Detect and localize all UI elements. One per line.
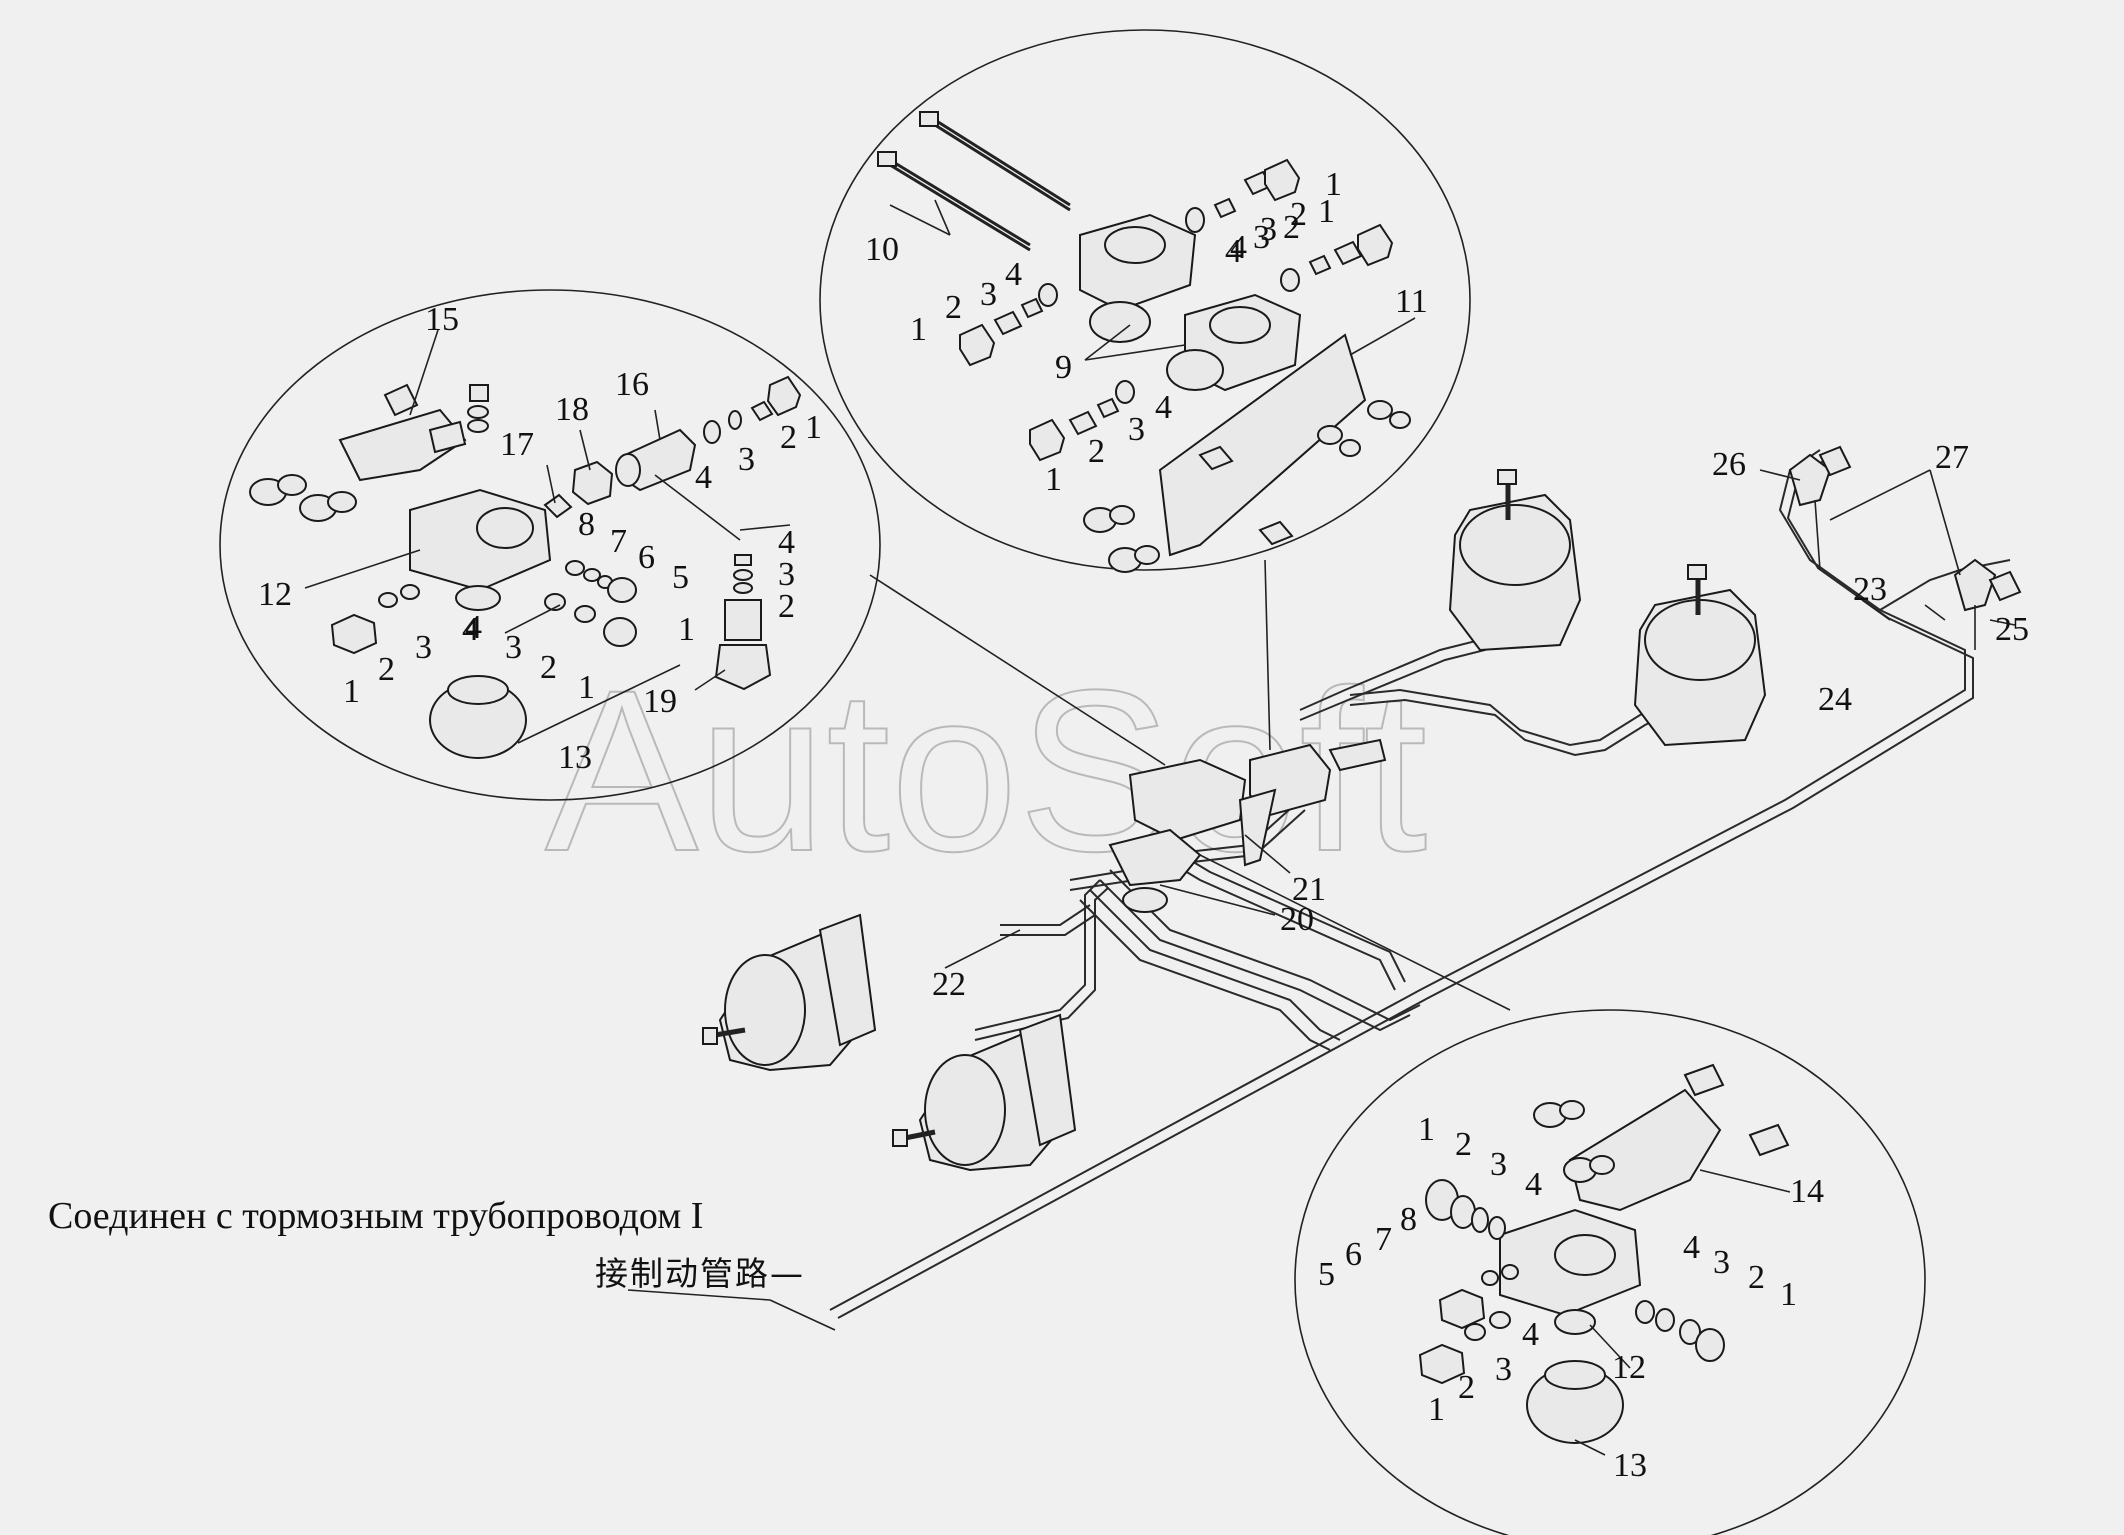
callout: 9: [1055, 349, 1072, 386]
callout: 1: [1318, 193, 1335, 230]
callout: 1: [910, 311, 927, 348]
callouts-main-assembly: 26 27 23 24 25 21 20 22: [932, 439, 2029, 1003]
callout: 3: [1128, 411, 1145, 448]
callout: 2: [780, 419, 797, 456]
caption-chinese: 接制动管路—: [595, 1254, 805, 1293]
callout: 1: [1045, 461, 1062, 498]
top-detail-parts: [877, 111, 1411, 573]
callout: 1: [1780, 1276, 1797, 1313]
callout: 16: [615, 366, 649, 403]
leader-left-circle: [869, 574, 1166, 766]
callout: 22: [932, 966, 966, 1003]
callout: 3: [1260, 211, 1277, 248]
callout: 4: [1522, 1316, 1539, 1353]
callout: 3: [1495, 1351, 1512, 1388]
caption-russian: Соединен с тормозным трубопроводом I: [48, 1195, 703, 1237]
callout: 12: [258, 576, 292, 613]
callout: 2: [1458, 1369, 1475, 1406]
callout: 1: [1428, 1391, 1445, 1428]
callout: 5: [1318, 1256, 1335, 1293]
callout: 2: [778, 588, 795, 625]
callout: 19: [643, 683, 677, 720]
callout: 3: [738, 441, 755, 478]
callout: 1: [1325, 166, 1342, 203]
leader-bottom-circle: [1179, 844, 1511, 1011]
callout: 4: [1525, 1166, 1542, 1203]
callout: 6: [1345, 1236, 1362, 1273]
callout: 1: [1418, 1111, 1435, 1148]
callout: 7: [1375, 1221, 1392, 1258]
callout: 4: [1005, 256, 1022, 293]
callout: 6: [638, 539, 655, 576]
detail-circle-left: [219, 289, 881, 801]
callout: 8: [1400, 1201, 1417, 1238]
callout: 1: [578, 669, 595, 706]
callout: 17: [500, 426, 534, 463]
callout: 20: [1280, 901, 1314, 938]
callout: 4: [1155, 389, 1172, 426]
callouts-top-detail: 10 1 2 3 4 1 2 3 4 9 11 1 2 3 4 4 3 2 1: [865, 166, 1428, 498]
callout: 3: [980, 276, 997, 313]
callout: 27: [1935, 439, 1969, 476]
callout: 8: [578, 506, 595, 543]
callout: 11: [1395, 283, 1428, 320]
callout: 26: [1712, 446, 1746, 483]
callout: 3: [1253, 219, 1270, 256]
callout-leaders: [304, 199, 2016, 1456]
callout: 1: [343, 673, 360, 710]
callout: 23: [1853, 571, 1887, 608]
callout: 3: [778, 556, 795, 593]
callout: 18: [555, 391, 589, 428]
callout: 2: [1283, 209, 1300, 246]
callout: 4: [1683, 1229, 1700, 1266]
callout: 7: [610, 523, 627, 560]
callout: 2: [1290, 196, 1307, 233]
callout: 2: [1455, 1126, 1472, 1163]
callout: 12: [1612, 1349, 1646, 1386]
callout: 4: [695, 459, 712, 496]
callout: 14: [1790, 1173, 1824, 1210]
callout: 4: [462, 611, 479, 648]
callout: 2: [1748, 1259, 1765, 1296]
callout: 3: [415, 629, 432, 666]
callout: 25: [1995, 611, 2029, 648]
detail-circle-bottom: [1294, 1009, 1926, 1535]
callout: 3: [505, 629, 522, 666]
callout: 3: [1490, 1146, 1507, 1183]
callout: 1: [805, 409, 822, 446]
detail-circle-top: [819, 29, 1471, 571]
callouts-left-detail: 15 16 17 18 12 1 2 3 4 5 6 7 8 4 3 2 1 4…: [258, 301, 822, 776]
callout: 10: [865, 231, 899, 268]
left-detail-parts: [249, 375, 802, 759]
callout: 2: [378, 651, 395, 688]
main-assembly-components: [702, 445, 2022, 1172]
callout: 2: [1088, 433, 1105, 470]
callout: 21: [1292, 871, 1326, 908]
callout: 4: [1225, 233, 1242, 270]
callouts-bottom-detail: 1 2 3 4 8 7 6 5 14 4 3 2 1 12 4 3 2 1 13: [1318, 1111, 1824, 1484]
callout: 4: [778, 524, 795, 561]
callout: 4: [1230, 229, 1247, 266]
callout: 24: [1818, 681, 1852, 718]
callout: 4: [465, 609, 482, 646]
bottom-detail-parts: [1418, 1063, 1790, 1444]
callout: 13: [558, 739, 592, 776]
leader-top-circle: [1264, 559, 1271, 751]
callout: 2: [945, 289, 962, 326]
callout: 1: [678, 611, 695, 648]
callout: 13: [1613, 1447, 1647, 1484]
callout: 3: [1713, 1244, 1730, 1281]
callout: 5: [672, 559, 689, 596]
callout: 2: [540, 649, 557, 686]
callout: 15: [425, 301, 459, 338]
